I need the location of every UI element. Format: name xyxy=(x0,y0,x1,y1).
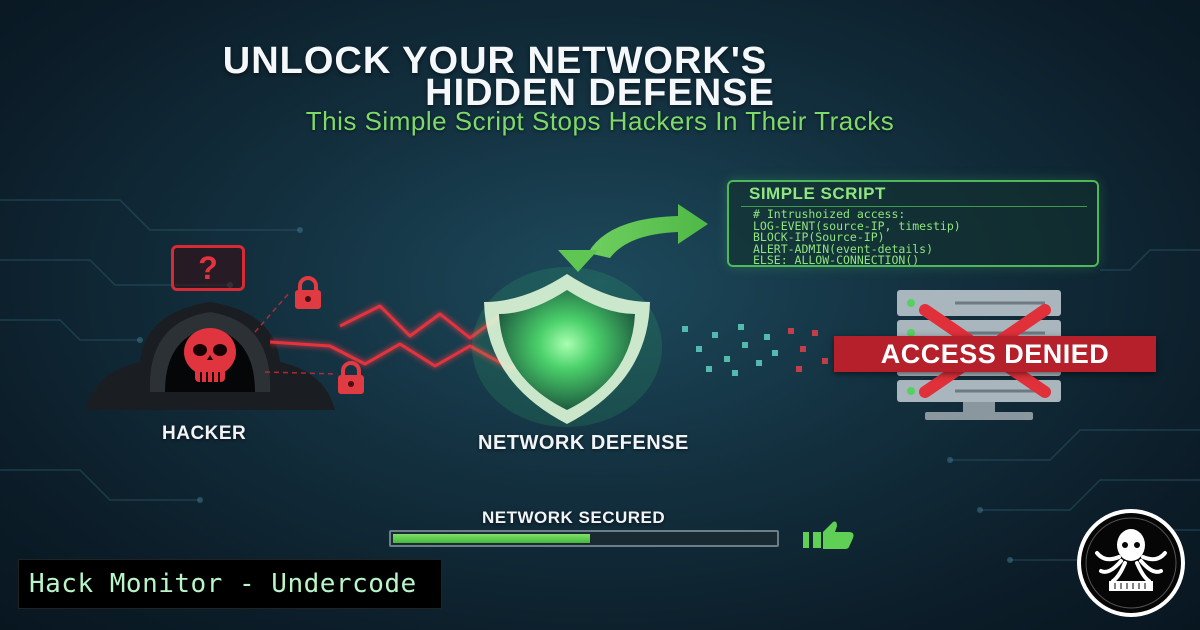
question-mark-icon: ? xyxy=(198,250,218,286)
title-line-1: UNLOCK YOUR NETWORK'S xyxy=(222,40,768,82)
script-line: ELSE: ALLOW-CONNECTION() xyxy=(753,253,920,267)
watermark-text: Hack Monitor - Undercode xyxy=(29,569,417,599)
hacker-label: HACKER xyxy=(162,423,247,444)
script-code: # Intrushoized access: LOG-EVENT(source-… xyxy=(753,207,961,267)
script-panel-title: SIMPLE SCRIPT xyxy=(741,183,1087,207)
padlock-icon xyxy=(295,276,321,309)
question-badge: ? xyxy=(171,245,245,291)
padlock-icon xyxy=(338,361,364,394)
skull-icon xyxy=(184,328,236,382)
data-particles xyxy=(682,324,840,376)
watermark: Hack Monitor - Undercode xyxy=(18,559,442,609)
script-panel: SIMPLE SCRIPT # Intrushoized access: LOG… xyxy=(727,180,1099,267)
hacker-figure xyxy=(85,292,336,410)
title-line-2: HIDDEN DEFENSE xyxy=(425,72,775,114)
script-line: ALERT-ADMIN(event-details) xyxy=(753,241,934,256)
octopus-logo-icon xyxy=(1077,509,1185,617)
script-line: BLOCK-IP(Source-IP) xyxy=(753,230,885,244)
network-secured-label: NETWORK SECURED xyxy=(482,508,666,527)
shield-icon xyxy=(472,267,662,427)
refresh-arrow-icon xyxy=(558,204,708,272)
security-progress-bar xyxy=(389,530,779,547)
network-defense-label: NETWORK DEFENSE xyxy=(478,432,689,454)
access-denied-banner: ACCESS DENIED xyxy=(834,336,1156,372)
script-line: # Intrushoized access: xyxy=(753,207,906,221)
thumbs-up-icon xyxy=(803,521,854,549)
subtitle: This Simple Script Stops Hackers In Thei… xyxy=(305,106,895,136)
progress-fill xyxy=(393,534,590,543)
script-line: LOG-EVENT(source-IP, timestip) xyxy=(753,218,961,233)
